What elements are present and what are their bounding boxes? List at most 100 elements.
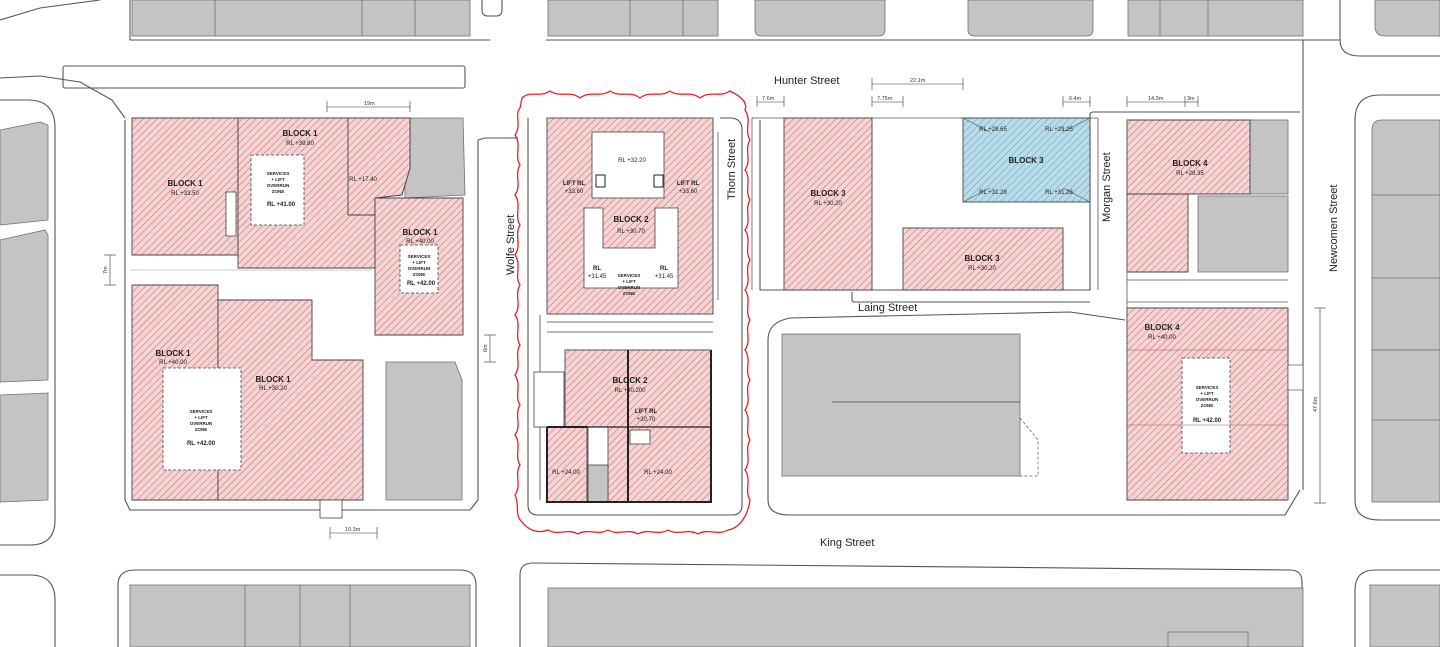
block-2-south-rl-right: RL +24.00	[644, 470, 672, 476]
block-3b-name: BLOCK 3	[1008, 156, 1044, 165]
block-1e-rl: RL +40.00	[159, 360, 187, 366]
block-2-south-rl: RL +30.200	[615, 388, 647, 394]
block-1e-name: BLOCK 1	[155, 349, 191, 358]
block-4a-name: BLOCK 4	[1172, 159, 1208, 168]
hunter-street-label: Hunter Street	[774, 75, 839, 87]
block-3c-name: BLOCK 3	[964, 254, 1000, 263]
dim-3m: 3m	[1187, 96, 1195, 102]
dimension-lines	[104, 78, 1326, 539]
block-1e-svc-line3: OVERRUN	[190, 421, 213, 426]
block-4-svc-line4: ZONE	[1201, 403, 1214, 408]
block-1b-svc-line2: + LIFT	[271, 177, 285, 182]
block-3b-rl-se: RL +31.28	[1045, 190, 1073, 196]
block-1d-svc-line4: ZONE	[413, 272, 426, 277]
block-3b-rl-sw: RL +31.28	[979, 190, 1007, 196]
block-3-precinct[interactable]	[751, 117, 1099, 291]
block-4-svc-rl: RL +42.00	[1193, 418, 1222, 424]
block-2-south-rl-left: RL +24.00	[552, 470, 580, 476]
block-1d-svc-line2: + LIFT	[412, 260, 426, 265]
block-2-rl-left-1: RL	[593, 266, 601, 272]
block-1d-svc-line1: SERVICES	[408, 254, 431, 259]
block-2-lift-right-2: +33.60	[679, 189, 698, 195]
block-1d-services-zone	[399, 244, 439, 294]
block-4-svc-line3: OVERRUN	[1196, 397, 1219, 402]
dim-6m: 6m	[483, 344, 489, 352]
dim-10-3m: 10.3m	[345, 527, 361, 533]
block-4-svc-line1: SERVICES	[1196, 385, 1219, 390]
block-3a-rl: RL +30.20	[814, 201, 842, 207]
block-4a-rl: RL +28.35	[1176, 171, 1204, 177]
dim-7-6m: 7.6m	[762, 96, 775, 102]
block-2-precinct[interactable]	[514, 90, 751, 535]
block-3-labels: BLOCK 3 RL +30.20 BLOCK 3 RL +28.65 RL +…	[810, 127, 1073, 272]
site-boundary	[514, 90, 751, 535]
block-4-services-zone	[1181, 357, 1231, 454]
block-2-north-rl: RL +30.70	[617, 229, 645, 235]
block-2-labels: RL +32.20 LIFT RL +33.60 LIFT RL +33.60 …	[552, 158, 699, 476]
block-1e-services-zone	[162, 367, 242, 471]
block-2-rl-left-2: +31.45	[588, 274, 607, 280]
block-1-precinct[interactable]	[124, 117, 518, 519]
block-1b-services-zone	[250, 154, 305, 226]
block-3b-rl-ne: RL +29.25	[1045, 127, 1073, 133]
block-3a-name: BLOCK 3	[810, 189, 846, 198]
newcomen-street-label: Newcomen Street	[1328, 185, 1340, 272]
block-1d-rl: RL +40.00	[406, 239, 434, 245]
thorn-street-label: Thorn Street	[726, 139, 738, 200]
block-4-labels: BLOCK 4 RL +28.35 BLOCK 4 RL +40.00 SERV…	[1144, 159, 1221, 424]
block-3c	[902, 227, 1064, 291]
block-2-north-name: BLOCK 2	[613, 215, 649, 224]
dim-14-3m: 14.3m	[1148, 96, 1164, 102]
block-1d-name: BLOCK 1	[402, 228, 438, 237]
block-3b-highlighted	[962, 117, 1091, 203]
block-1a-rl: RL +33.50	[171, 191, 199, 197]
block-4-precinct[interactable]	[1126, 119, 1304, 501]
block-1a-name: BLOCK 1	[167, 179, 203, 188]
block-3b-rl-nw: RL +28.65	[979, 127, 1007, 133]
block-1c	[347, 117, 411, 216]
morgan-street-label: Morgan Street	[1101, 152, 1113, 222]
block-2-svc-line1: SERVICES	[618, 273, 641, 278]
block-4-svc-line2: + LIFT	[1200, 391, 1214, 396]
block-2-svc-line4: ZONE	[623, 291, 636, 296]
block-2-rl-right-2: +31.45	[655, 274, 674, 280]
block-1b-rl: RL +39.80	[286, 141, 314, 147]
block-1e-svc-line1: SERVICES	[190, 409, 213, 414]
block-1b-svc-line1: SERVICES	[267, 171, 290, 176]
block-4b-rl: RL +40.00	[1148, 335, 1176, 341]
king-street-label: King Street	[820, 537, 874, 549]
block-3a	[783, 117, 873, 291]
street-labels: Hunter Street King Street Laing Street W…	[505, 75, 1340, 549]
block-2-rl-right-1: RL	[660, 266, 668, 272]
block-4a	[1126, 119, 1251, 195]
block-1e-svc-rl: RL +42.00	[187, 441, 216, 447]
block-1d-svc-rl: RL +42.00	[407, 281, 436, 287]
dim-6-4m: 6.4m	[1069, 96, 1082, 102]
block-1f	[217, 299, 364, 501]
block-1f-rl: RL +30.20	[259, 386, 287, 392]
block-1d-svc-line3: OVERRUN	[408, 266, 431, 271]
block-2-svc-line3: OVERRUN	[618, 285, 641, 290]
block-3c-rl: RL +30.20	[968, 266, 996, 272]
block-1e-svc-line4: ZONE	[195, 427, 208, 432]
laing-street-label: Laing Street	[858, 302, 917, 314]
dim-47-6m: 47.6m	[1313, 396, 1319, 412]
block-2-lift-left-1: LIFT RL	[563, 181, 586, 187]
block-2-south-lift-2: +30.70	[637, 417, 656, 423]
block-2-lift-left-2: +33.60	[565, 189, 584, 195]
dim-22-1m: 22.1m	[910, 78, 926, 84]
block-1b-svc-line3: OVERRUN	[267, 183, 290, 188]
block-1b-svc-rl: RL +41.00	[267, 202, 296, 208]
block-1-labels: BLOCK 1 RL +33.50 BLOCK 1 RL +39.80 SERV…	[155, 129, 438, 447]
block-1b-name: BLOCK 1	[282, 129, 318, 138]
block-1e-svc-line2: + LIFT	[194, 415, 208, 420]
block-2-south-lift-1: LIFT RL	[635, 409, 658, 415]
block-2-top-rl: RL +32.20	[618, 158, 646, 164]
block-4b-name: BLOCK 4	[1144, 323, 1180, 332]
dim-7-75m: 7.75m	[877, 96, 893, 102]
block-2-lift-right-1: LIFT RL	[677, 181, 700, 187]
block-1b-svc-line4: ZONE	[272, 189, 285, 194]
